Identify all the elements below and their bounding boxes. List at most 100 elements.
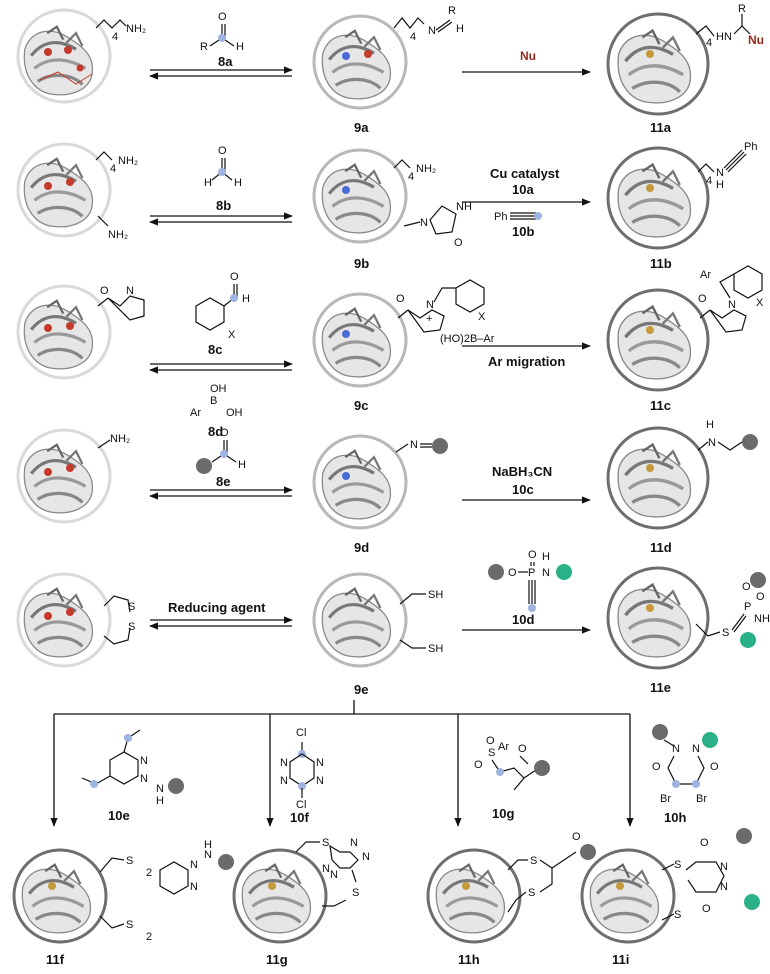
svg-text:O: O — [218, 11, 227, 23]
svg-text:4: 4 — [706, 175, 712, 187]
svg-text:O: O — [474, 759, 483, 771]
label-8a: 8a — [218, 54, 233, 69]
svg-text:N: N — [708, 437, 716, 449]
product-11g: S N N N N S — [232, 837, 370, 944]
label-11h: 11h — [458, 952, 480, 967]
nucleophile-label: Nu — [520, 49, 536, 63]
protein-11c — [606, 288, 710, 392]
protein-9d-start — [16, 428, 112, 524]
ar-migration: Ar migration — [488, 354, 565, 369]
svg-text:Ph: Ph — [744, 141, 757, 153]
svg-text:(HO)2B–Ar: (HO)2B–Ar — [440, 333, 495, 345]
svg-text:S: S — [322, 837, 329, 849]
svg-text:OH: OH — [210, 383, 227, 395]
svg-text:Ar: Ar — [498, 741, 509, 753]
reagent-10h: N N O O Br Br — [652, 724, 719, 805]
svg-text:S: S — [674, 859, 681, 871]
svg-text:O: O — [396, 293, 405, 305]
protein-9e-start — [16, 572, 112, 668]
svg-text:O: O — [230, 271, 239, 283]
protein-9d — [312, 434, 408, 530]
svg-text:S: S — [126, 919, 133, 931]
aldehyde-8c: O H X — [195, 271, 250, 341]
svg-text:S: S — [352, 887, 359, 899]
svg-text:SH: SH — [428, 589, 443, 601]
svg-text:N: N — [190, 859, 198, 871]
svg-text:NH₂: NH₂ — [108, 229, 128, 241]
svg-text:H: H — [242, 293, 250, 305]
svg-text:N: N — [720, 881, 728, 893]
svg-text:X: X — [756, 297, 764, 309]
nabh3cn: NaBH₃CN — [492, 464, 552, 479]
label-10h: 10h — [664, 810, 686, 825]
svg-text:2: 2 — [146, 931, 152, 943]
svg-text:NH₂: NH₂ — [416, 163, 436, 175]
svg-text:H: H — [234, 177, 242, 189]
svg-text:H: H — [716, 179, 724, 191]
svg-text:O: O — [508, 567, 517, 579]
svg-text:Ar: Ar — [700, 269, 711, 281]
label-9a: 9a — [354, 120, 369, 135]
svg-text:R: R — [738, 3, 746, 15]
label-9c: 9c — [354, 398, 368, 413]
svg-text:O: O — [700, 837, 709, 849]
svg-text:X: X — [228, 329, 236, 341]
label-11d: 11d — [650, 540, 672, 555]
svg-text:Cl: Cl — [296, 727, 306, 739]
svg-text:N: N — [720, 861, 728, 873]
svg-text:N: N — [426, 299, 434, 311]
svg-text:S: S — [128, 621, 135, 633]
svg-text:N: N — [140, 755, 148, 767]
boronic-acid-8d: OH B OH Ar — [190, 383, 243, 419]
svg-text:4: 4 — [110, 163, 116, 175]
svg-text:N: N — [280, 757, 288, 769]
branch-lines — [50, 700, 634, 827]
label-11a: 11a — [650, 120, 672, 135]
lysine-chain — [95, 19, 127, 29]
svg-text:O: O — [486, 735, 495, 747]
svg-text:Br: Br — [696, 793, 707, 805]
svg-text:N: N — [724, 31, 732, 43]
row-3: O N O H X 8c OH B OH Ar 8d O N + — [16, 265, 764, 439]
svg-text:N: N — [716, 167, 724, 179]
svg-text:NH: NH — [754, 613, 770, 625]
product-11f: S S 2 2 N N N H — [12, 839, 234, 944]
protein-9e — [312, 572, 408, 668]
svg-text:S: S — [530, 855, 537, 867]
amine-label: NH₂ — [126, 23, 146, 35]
svg-text:O: O — [218, 145, 227, 157]
reducing-agent: Reducing agent — [168, 600, 266, 615]
svg-text:O: O — [702, 903, 711, 915]
svg-text:H: H — [706, 419, 714, 431]
svg-text:N: N — [410, 439, 418, 451]
label-10b: 10b — [512, 224, 534, 239]
svg-text:N: N — [672, 743, 680, 755]
protein-9c — [312, 292, 408, 388]
svg-text:NH: NH — [456, 201, 472, 213]
svg-text:SH: SH — [428, 643, 443, 655]
row-1: 4 NH₂ O R H 8a 4 N R H 9a Nu — [16, 3, 764, 135]
svg-text:N: N — [126, 285, 134, 297]
svg-text:N: N — [350, 837, 358, 849]
svg-text:H: H — [716, 31, 724, 43]
protein-9c-start — [16, 284, 112, 380]
label-8d: 8d — [208, 424, 223, 439]
label-9e: 9e — [354, 682, 368, 697]
svg-text:N: N — [190, 881, 198, 893]
protein-9b-start — [16, 142, 112, 238]
svg-text:N: N — [280, 775, 288, 787]
svg-text:N: N — [420, 217, 428, 229]
svg-text:N: N — [140, 773, 148, 785]
label-11e: 11e — [650, 680, 671, 695]
svg-text:O: O — [220, 427, 229, 439]
svg-text:4: 4 — [408, 171, 414, 183]
svg-text:N: N — [428, 25, 436, 37]
svg-text:Nu: Nu — [748, 33, 764, 47]
label-8e: 8e — [216, 474, 230, 489]
svg-text:N: N — [728, 299, 736, 311]
product-11i: S S O O N N — [580, 828, 760, 944]
svg-text:H: H — [236, 41, 244, 53]
cu-catalyst: Cu catalyst — [490, 166, 560, 181]
svg-text:Ar: Ar — [190, 407, 201, 419]
